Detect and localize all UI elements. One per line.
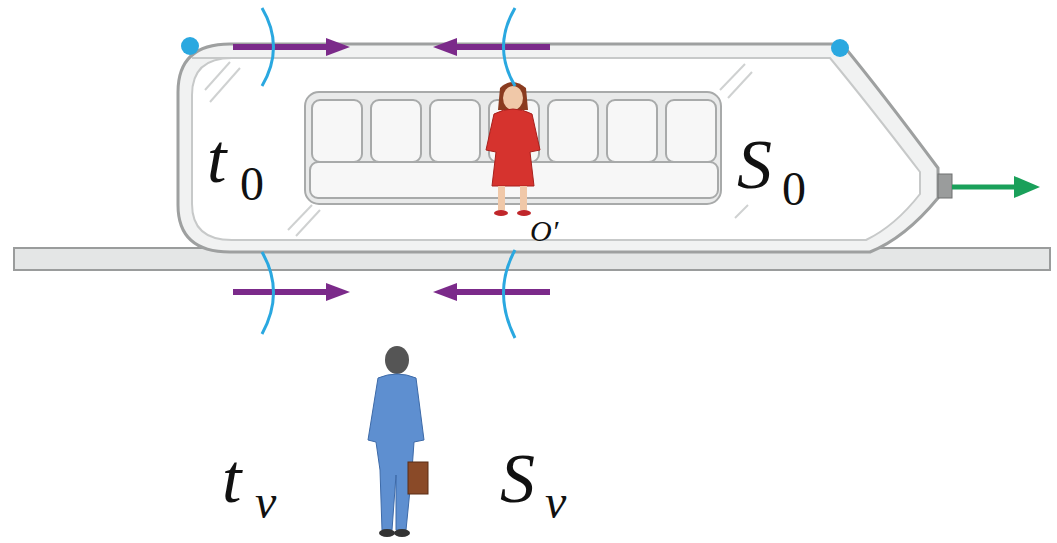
- symbol-subscript: 0: [782, 165, 806, 213]
- symbol-subscript: v: [545, 478, 566, 526]
- flash-point: [181, 37, 199, 55]
- train-body: [178, 44, 938, 252]
- light-arrow: [233, 38, 550, 301]
- seat-row: [305, 92, 721, 204]
- glass-hatch: [205, 62, 752, 236]
- symbol-base: t: [207, 124, 226, 194]
- velocity-arrow: [952, 185, 1018, 190]
- man-observer: [368, 346, 428, 537]
- flash-point: [831, 39, 849, 57]
- velocity-arrowhead: [1014, 176, 1040, 198]
- symbol-subscript: 0: [240, 160, 264, 208]
- woman-observer: [486, 82, 540, 216]
- symbol-base: S: [737, 130, 772, 200]
- symbol-subscript: v: [255, 478, 276, 526]
- wavefront: [262, 8, 515, 338]
- train-window: [192, 58, 920, 240]
- symbol-base: S: [500, 444, 535, 514]
- symbol-base: t: [222, 444, 241, 514]
- origin-label: O′: [530, 216, 558, 246]
- nose-nozzle: [938, 174, 952, 198]
